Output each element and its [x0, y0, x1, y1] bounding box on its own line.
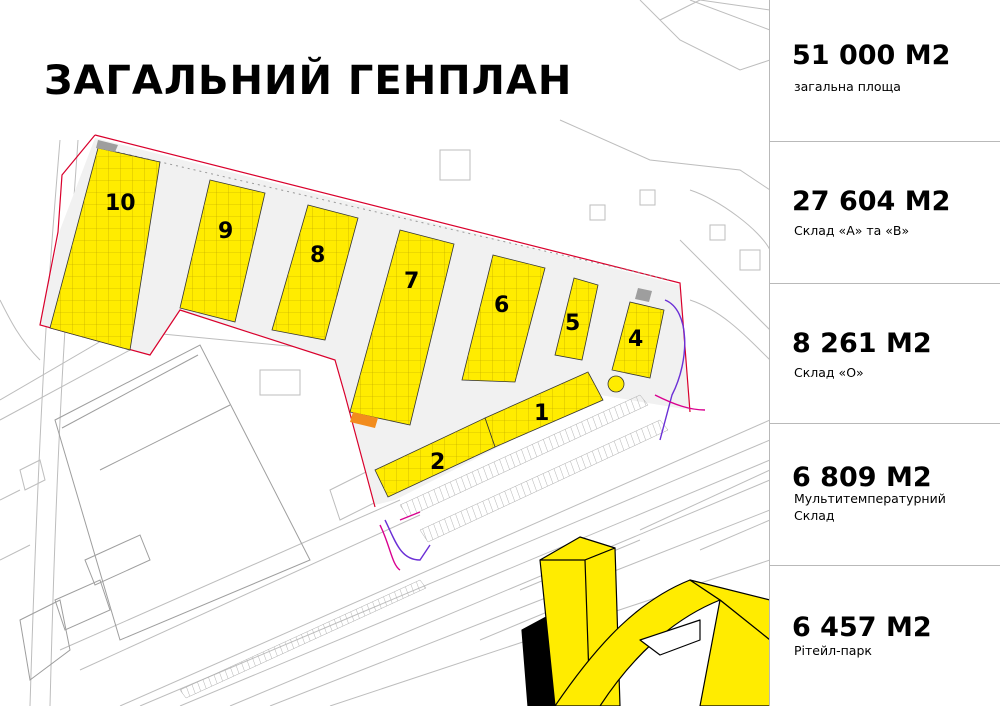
site-plan-map: 10 9 8 7 6	[0, 0, 770, 706]
building-7[interactable]: 7	[349, 229, 455, 428]
building-9[interactable]: 9	[179, 179, 266, 323]
building-8-label: 8	[310, 243, 325, 268]
page-title: ЗАГАЛЬНИЙ ГЕНПЛАН	[44, 58, 573, 104]
building-5-label: 5	[565, 311, 580, 336]
stat-multitemp-warehouse: 6 809 М2 Мультитемпературний Склад	[770, 424, 1000, 566]
stat-label: Мультитемпературний Склад	[794, 491, 946, 523]
building-4[interactable]: 4	[607, 288, 665, 393]
building-2[interactable]: 2	[374, 417, 496, 498]
stat-label: Склад «А» та «В»	[794, 223, 910, 238]
building-6[interactable]: 6	[461, 254, 546, 383]
building-9-label: 9	[218, 219, 233, 244]
stat-value: 6 809 М2	[792, 462, 932, 493]
stat-value: 6 457 М2	[792, 612, 932, 643]
stat-warehouse-o: 8 261 М2 Склад «О»	[770, 284, 1000, 424]
fence-line	[99, 147, 671, 281]
road-network	[0, 0, 770, 706]
yellow-3d-arrow-logo	[521, 536, 770, 706]
building-4-label: 4	[628, 327, 643, 352]
stat-value: 27 604 М2	[792, 186, 951, 217]
stat-total-area: 51 000 М2 загальна площа	[770, 0, 1000, 142]
stat-retail-park: 6 457 М2 Рітейл-парк	[770, 566, 1000, 706]
building-6-label: 6	[494, 293, 509, 318]
parking-rows	[179, 394, 669, 699]
stats-panel: 51 000 М2 загальна площа 27 604 М2 Склад…	[769, 0, 1000, 706]
site-boundary	[39, 134, 691, 508]
buildings: 10 9 8 7 6	[49, 140, 665, 498]
building-10[interactable]: 10	[49, 140, 161, 351]
stat-value: 51 000 М2	[792, 40, 951, 71]
building-8[interactable]: 8	[271, 204, 359, 341]
stat-warehouse-a-b: 27 604 М2 Склад «А» та «В»	[770, 142, 1000, 284]
building-1-label: 1	[534, 401, 549, 426]
stat-label: Рітейл-парк	[794, 643, 872, 658]
stat-value: 8 261 М2	[792, 328, 932, 359]
building-2-label: 2	[430, 450, 445, 475]
building-5[interactable]: 5	[554, 277, 599, 361]
building-7-label: 7	[404, 269, 419, 294]
building-10-label: 10	[105, 191, 136, 216]
existing-building-outline	[19, 344, 311, 681]
stat-label: загальна площа	[794, 79, 901, 94]
stat-label: Склад «О»	[794, 365, 864, 380]
utility-lines	[379, 299, 706, 571]
